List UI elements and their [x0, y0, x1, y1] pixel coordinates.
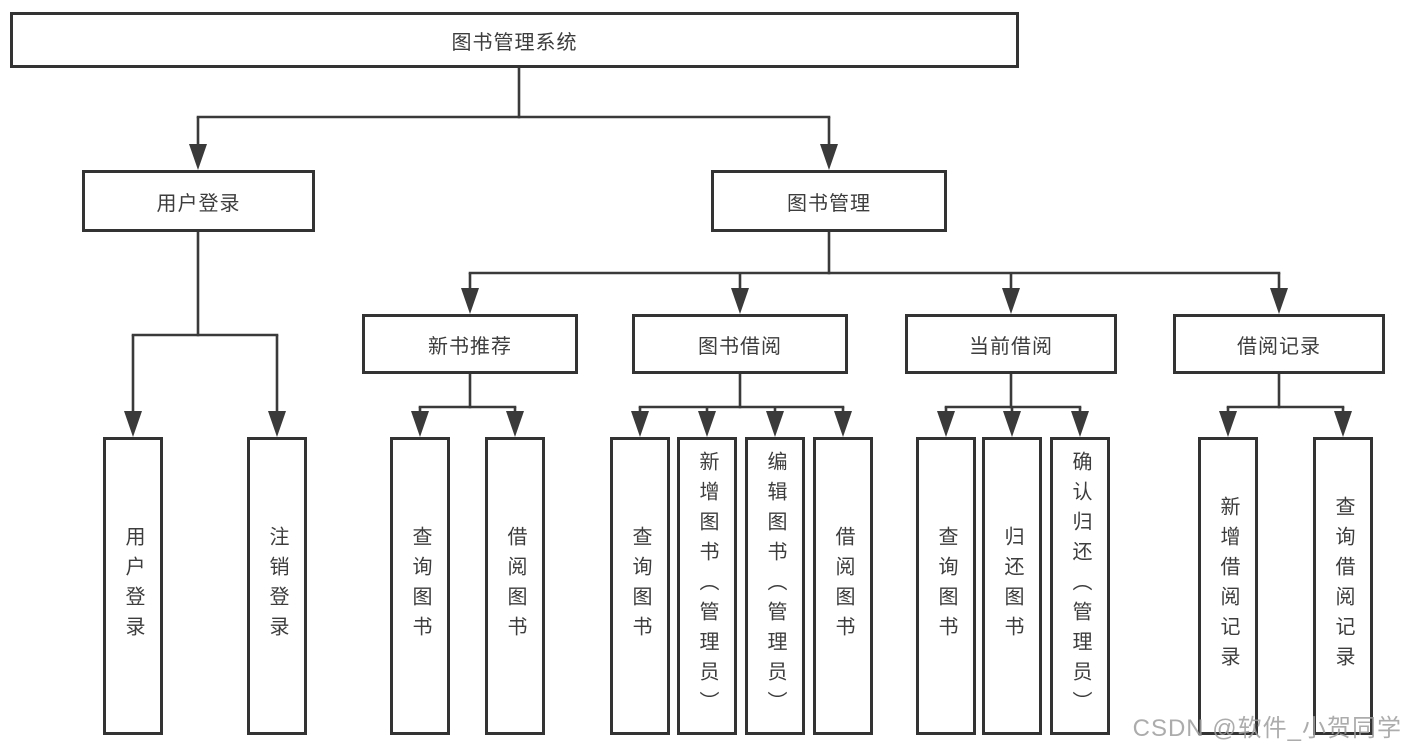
node-label: 新增图书（管理员） — [696, 451, 718, 721]
node-book-management: 图书管理 — [711, 170, 947, 232]
node-label: 借阅记录 — [1237, 335, 1321, 358]
node-label: 新书推荐 — [428, 335, 512, 358]
leaf-query-books-borrowing: 查询图书 — [610, 437, 670, 735]
node-label: 查询借阅记录 — [1332, 496, 1354, 676]
node-new-book-recommend: 新书推荐 — [362, 314, 578, 374]
node-label: 查询图书 — [935, 526, 957, 646]
node-label: 归还图书 — [1001, 526, 1023, 646]
leaf-confirm-return-admin: 确认归还（管理员） — [1050, 437, 1110, 735]
node-label: 图书管理系统 — [451, 31, 578, 54]
leaf-borrow-books-recommend: 借阅图书 — [485, 437, 545, 735]
node-label: 图书管理 — [787, 192, 871, 215]
leaf-edit-book-admin: 编辑图书（管理员） — [745, 437, 805, 735]
node-label: 借阅图书 — [832, 526, 854, 646]
node-root-library-management-system: 图书管理系统 — [10, 12, 1019, 68]
leaf-query-books-current: 查询图书 — [916, 437, 976, 735]
leaf-return-book: 归还图书 — [982, 437, 1042, 735]
leaf-add-borrow-record: 新增借阅记录 — [1198, 437, 1258, 735]
node-label: 确认归还（管理员） — [1069, 451, 1091, 721]
leaf-query-borrow-record: 查询借阅记录 — [1313, 437, 1373, 735]
node-label: 编辑图书（管理员） — [764, 451, 786, 721]
leaf-borrow-books-borrowing: 借阅图书 — [813, 437, 873, 735]
node-label: 用户登录 — [156, 192, 241, 215]
node-label: 图书借阅 — [698, 335, 782, 358]
arrowhead-icons — [124, 144, 1352, 437]
node-label: 新增借阅记录 — [1217, 496, 1239, 676]
node-label: 借阅图书 — [504, 526, 526, 646]
leaf-query-books-recommend: 查询图书 — [390, 437, 450, 735]
node-label: 注销登录 — [266, 526, 288, 646]
node-label: 查询图书 — [409, 526, 431, 646]
csdn-watermark: CSDN @软件_小贺同学 — [1132, 715, 1402, 742]
node-user-login: 用户登录 — [82, 170, 315, 232]
node-book-borrowing: 图书借阅 — [632, 314, 848, 374]
node-current-borrowing: 当前借阅 — [905, 314, 1117, 374]
node-label: 查询图书 — [629, 526, 651, 646]
node-label: 当前借阅 — [969, 335, 1053, 358]
node-borrowing-records: 借阅记录 — [1173, 314, 1385, 374]
leaf-logout: 注销登录 — [247, 437, 307, 735]
leaf-user-login: 用户登录 — [103, 437, 163, 735]
leaf-add-book-admin: 新增图书（管理员） — [677, 437, 737, 735]
node-label: 用户登录 — [122, 526, 144, 646]
